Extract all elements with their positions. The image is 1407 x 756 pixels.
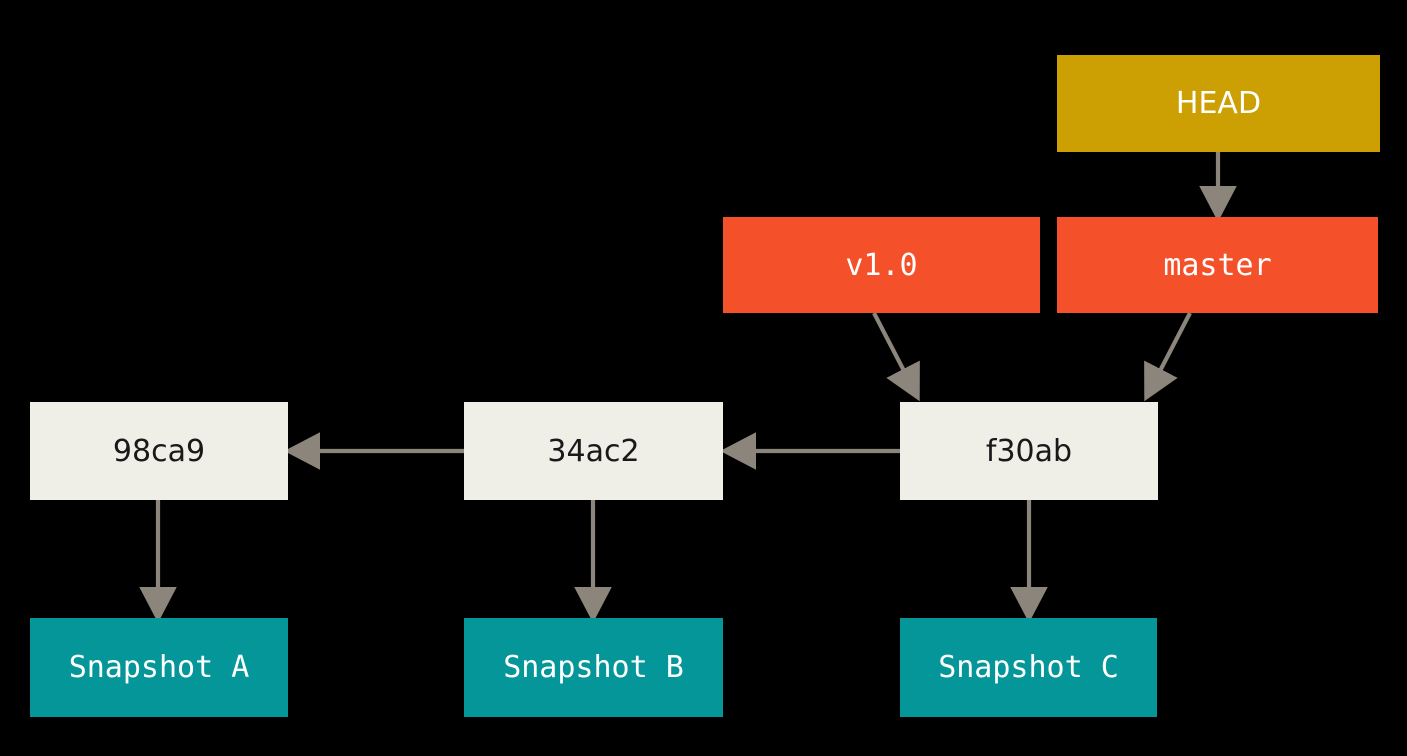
node-snapshot-b[interactable]: Snapshot B (464, 618, 723, 717)
node-head-label: HEAD (1175, 86, 1262, 121)
node-snapshot-b-label: Snapshot B (503, 650, 684, 685)
edge-master-to-f30ab (1144, 312, 1192, 402)
node-commit-98ca9-label: 98ca9 (112, 433, 206, 469)
node-branch-master[interactable]: master (1057, 217, 1378, 313)
node-tag-v1.0-label: v1.0 (845, 247, 918, 283)
node-snapshot-a[interactable]: Snapshot A (30, 618, 288, 717)
node-branch-master-label: master (1163, 247, 1272, 283)
node-commit-f30ab[interactable]: f30ab (900, 402, 1158, 500)
edge-v1-to-f30ab (872, 312, 920, 402)
node-commit-f30ab-label: f30ab (985, 433, 1073, 469)
node-tag-v1.0[interactable]: v1.0 (723, 217, 1040, 313)
node-commit-34ac2[interactable]: 34ac2 (464, 402, 723, 500)
node-commit-34ac2-label: 34ac2 (547, 433, 640, 469)
node-snapshot-a-label: Snapshot A (68, 650, 250, 685)
node-snapshot-c-label: Snapshot C (938, 650, 1119, 685)
node-snapshot-c[interactable]: Snapshot C (900, 618, 1157, 717)
node-commit-98ca9[interactable]: 98ca9 (30, 402, 288, 500)
node-head[interactable]: HEAD (1057, 55, 1380, 152)
